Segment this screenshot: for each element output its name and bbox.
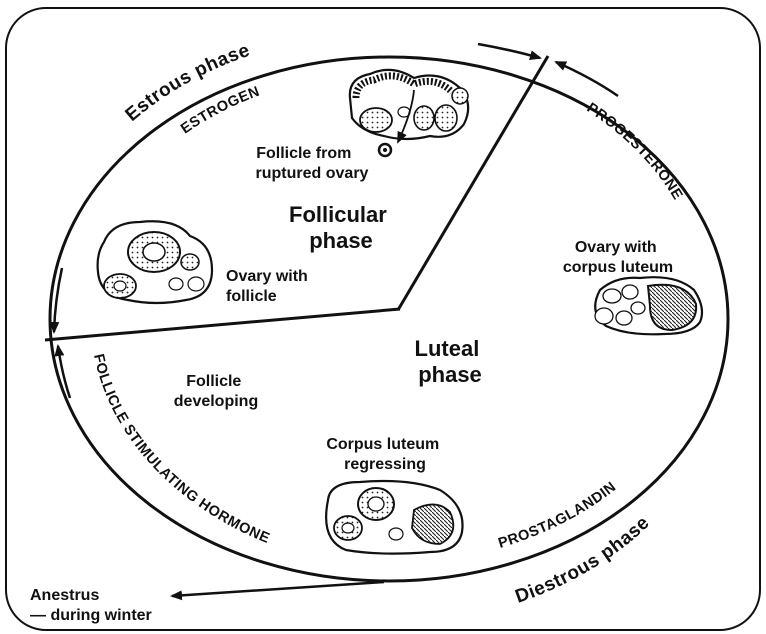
label-prostaglandin: PROSTAGLANDIN: [496, 479, 619, 552]
luteal-phase-title: Luteal phase: [415, 336, 486, 387]
ruptured-ovary-illustration: [348, 68, 470, 158]
label-anestrus: Anestrus — during winter: [30, 587, 152, 624]
diagram-frame: [5, 7, 761, 631]
label-ovary-corpus-luteum: Ovary with corpus luteum: [563, 239, 673, 276]
arrow-top-right: [554, 60, 619, 98]
arrow-top-left: [477, 42, 542, 61]
label-ovary-follicle: Ovary with follicle: [226, 268, 312, 305]
label-estrous-phase: Estrous phase: [122, 40, 253, 126]
arrow-left-bottom: [54, 344, 72, 399]
label-progesterone: PROGESTERONE: [584, 100, 686, 203]
label-follicle-ruptured: Follicle from ruptured ovary: [256, 145, 369, 182]
cycle-ellipse: [48, 55, 730, 583]
corpus-luteum-regressing-illustration: [325, 479, 464, 555]
follicular-phase-title: Follicular phase: [289, 202, 393, 253]
ovary-corpus-luteum-illustration: [594, 276, 704, 336]
label-follicle-developing: Follicle developing: [174, 373, 258, 410]
ovary-with-follicle-illustration: [96, 220, 214, 305]
arrow-left-top: [49, 267, 64, 334]
divider-follicular-left: [44, 307, 401, 342]
label-corpus-luteum-regressing: Corpus luteum regressing: [326, 436, 443, 473]
divider-follicular-top: [396, 55, 550, 311]
arrow-anestrus: [170, 580, 385, 601]
